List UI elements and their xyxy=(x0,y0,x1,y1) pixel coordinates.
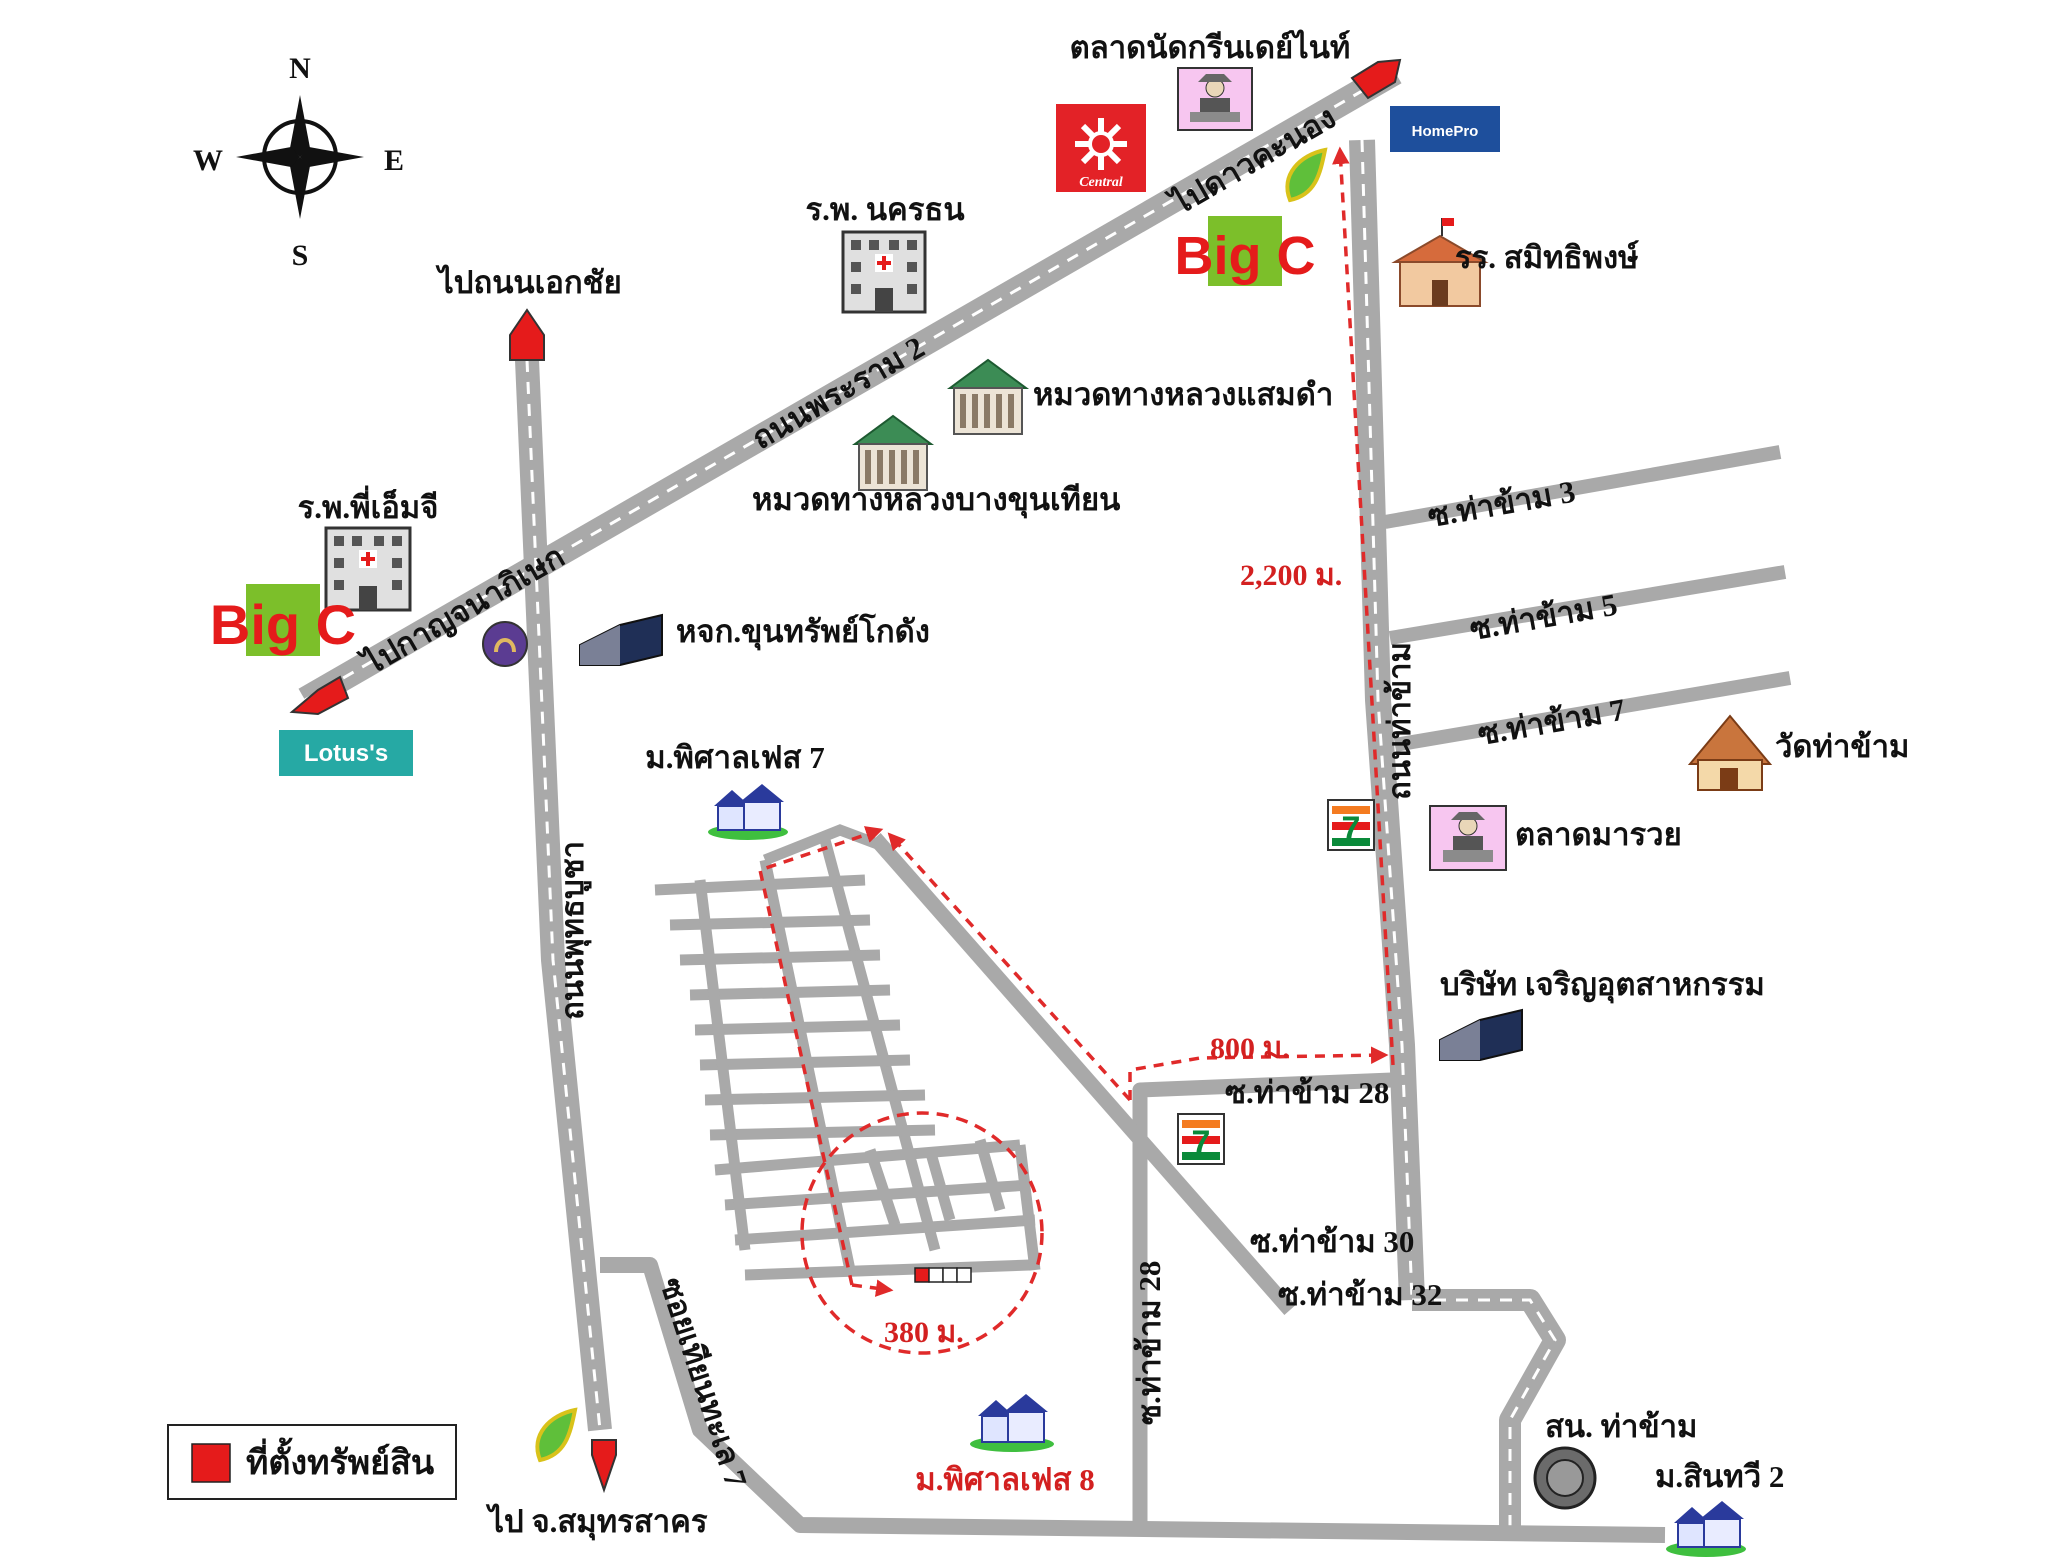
market-icon-2 xyxy=(1429,805,1507,871)
compass-south: S xyxy=(292,239,309,272)
arrow-northeast-icon xyxy=(1350,58,1402,100)
right-vertical-bend xyxy=(1412,1289,1566,1535)
homepro-logo: HomePro xyxy=(1390,106,1500,152)
phisan-phase-7-label: ม.พิศาลเฟส 7 xyxy=(645,740,824,775)
right-vertical-label: ถนนท่าข้าม xyxy=(1382,642,1417,800)
arrow-southwest-icon xyxy=(289,675,350,716)
bottom-road xyxy=(600,1257,1666,1543)
government-building-icon xyxy=(946,358,1030,435)
legend-swatch xyxy=(191,1443,231,1483)
legend: ที่ตั้งทรัพย์สิน xyxy=(167,1424,457,1500)
compass-north: N xyxy=(289,52,311,85)
seven-eleven-icon: 7 xyxy=(1327,799,1375,851)
village-icon xyxy=(708,784,788,840)
central-logo: Central xyxy=(1056,104,1146,192)
hospital-icon xyxy=(841,230,927,314)
hospital-icon-2 xyxy=(324,526,412,612)
temple-icon xyxy=(1687,714,1773,791)
property-marker xyxy=(914,1267,972,1283)
market-icon xyxy=(1177,67,1253,131)
svg-text:7: 7 xyxy=(1192,1124,1211,1162)
green-day-night-market-label: ตลาดนัดกรีนเดย์ไนท์ xyxy=(1070,29,1351,65)
soi-28-road xyxy=(1132,1072,1393,1530)
soi-30-label: ซ.ท่าข้าม 30 xyxy=(1250,1224,1414,1259)
police-badge-icon xyxy=(1533,1446,1597,1510)
bigc-logo-left: Big C xyxy=(210,584,356,656)
seven-eleven-icon-2: 7 xyxy=(1177,1113,1225,1165)
right-vertical-road xyxy=(1349,139,1425,1301)
central-logo-text: Central xyxy=(1079,175,1123,190)
soi-3-road xyxy=(1383,445,1782,529)
soi-5-label: ซ.ท่าข้าม 5 xyxy=(1467,587,1620,647)
compass-rose: N S W E xyxy=(193,52,404,272)
diagonal-road xyxy=(869,833,1296,1315)
distance-380-label: 380 ม. xyxy=(884,1316,964,1349)
road-arrows xyxy=(289,58,1402,1494)
highway-dept-bang-khun-thian-label: หมวดทางหลวงบางขุนเทียน xyxy=(752,482,1120,519)
government-building-icon-2 xyxy=(851,414,935,491)
compass-east: E xyxy=(384,144,404,177)
nakhon-thon-hospital-label: ร.พ. นครธน xyxy=(805,192,964,227)
bigc-logo-left-text: Big C xyxy=(210,593,356,656)
bigc-logo-top-text: Big C xyxy=(1175,226,1316,286)
school-icon xyxy=(1391,218,1489,307)
compass-west: W xyxy=(193,144,223,177)
mar-ruay-market-label: ตลาดมารวย xyxy=(1515,817,1682,852)
soi-28-vertical-label: ซ.ท่าข้าม 28 xyxy=(1132,1261,1167,1425)
homepro-logo-text: HomePro xyxy=(1412,123,1479,140)
rama2-road xyxy=(298,60,1402,712)
legend-label: ที่ตั้งทรัพย์สิน xyxy=(246,1437,434,1482)
charoen-company-label: บริษัท เจริญอุตสาหกรรม xyxy=(1440,967,1765,1004)
khun-sap-warehouse-label: หจก.ขุนทรัพย์โกดัง xyxy=(676,613,930,651)
arrow-down-icon xyxy=(591,1439,617,1494)
sinthawee-2-label: ม.สินทวี 2 xyxy=(1655,1459,1784,1494)
soi-32-label: ซ.ท่าข้าม 32 xyxy=(1278,1277,1442,1312)
bmg-hospital-label: ร.พ.พี่เอ็มจี xyxy=(298,485,439,525)
soi-thian-thale-7-label: ซอยเทียนทะเล 7 xyxy=(653,1273,754,1491)
property-radius-circle xyxy=(800,1111,1044,1355)
svg-text:7: 7 xyxy=(1342,810,1361,848)
wat-tha-kham-label: วัดท่าข้าม xyxy=(1775,729,1909,764)
tha-kham-police-label: สน. ท่าข้าม xyxy=(1545,1409,1698,1444)
village-icon-3 xyxy=(1666,1501,1746,1557)
left-vertical-road xyxy=(515,359,612,1432)
route-lines xyxy=(757,146,1395,1355)
to-ekkachai-label: ไปถนนเอกชัย xyxy=(435,264,622,300)
ptt-logo-icon xyxy=(1285,147,1328,203)
highway-dept-samae-dam-label: หมวดทางหลวงแสมดำ xyxy=(1033,377,1333,412)
soi-28-label: ซ.ท่าข้าม 28 xyxy=(1225,1075,1389,1110)
soi-5-road xyxy=(1388,565,1787,645)
lotus-logo: Lotus's xyxy=(279,730,413,776)
left-vertical-label: ถนนพุทธบูชา xyxy=(555,841,592,1020)
warehouse-icon xyxy=(579,613,663,666)
village-icon-2 xyxy=(970,1394,1054,1452)
soi-7-label: ซ.ท่าข้าม 7 xyxy=(1475,692,1628,752)
phisan-phase-8-label: ม.พิศาลเฟส 8 xyxy=(915,1462,1094,1497)
samitthiphong-school-label: รร. สมิทธิพงษ์ xyxy=(1455,240,1639,275)
factory-icon xyxy=(1439,1008,1523,1061)
lotus-logo-text: Lotus's xyxy=(304,740,388,767)
distance-800-label: 800 ม. xyxy=(1210,1032,1290,1065)
arrow-up-icon xyxy=(509,308,545,361)
distance-2200-label: 2,200 ม. xyxy=(1240,559,1342,592)
ptt-logo-icon-2 xyxy=(535,1407,578,1463)
soi-3-label: ซ.ท่าข้าม 3 xyxy=(1425,474,1578,534)
to-samut-sakhon-label: ไป จ.สมุทรสาคร xyxy=(485,1503,707,1541)
housing-grid xyxy=(654,824,1041,1281)
bigc-logo-top: Big C xyxy=(1175,216,1316,286)
road-network xyxy=(298,60,1792,1543)
soi-7-road xyxy=(1393,671,1792,752)
bank-icon xyxy=(482,621,528,667)
